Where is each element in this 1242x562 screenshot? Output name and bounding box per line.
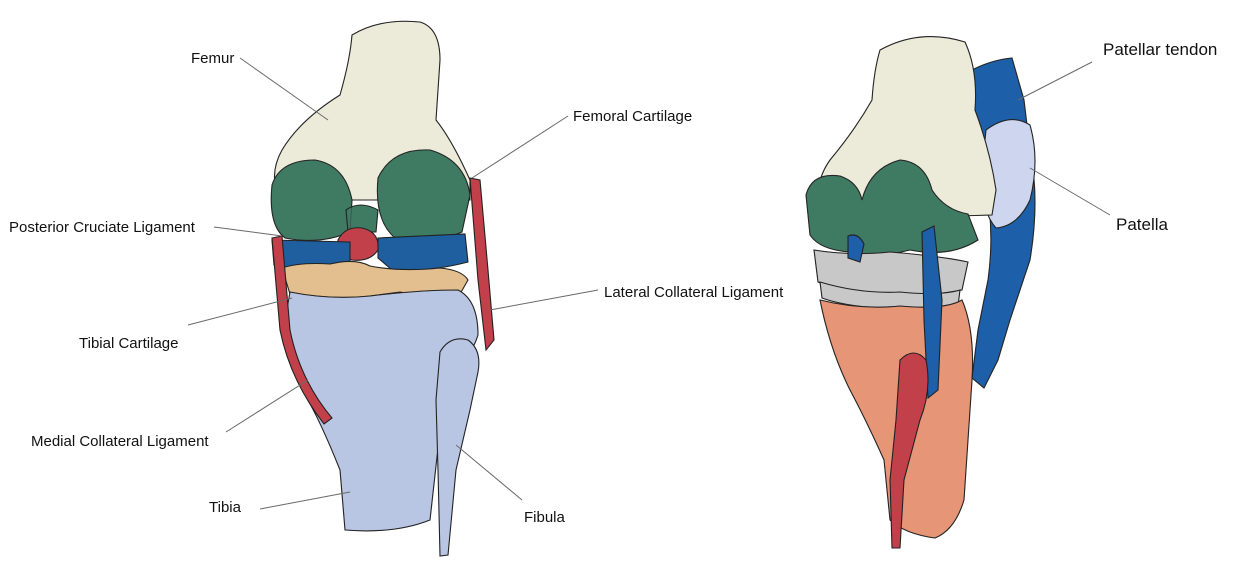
fibula-shape — [436, 339, 479, 556]
meniscus-lateral — [378, 234, 468, 270]
leader-pcl — [214, 227, 282, 236]
leader-tibia — [260, 492, 350, 509]
label-femoral-cartilage: Femoral Cartilage — [573, 108, 692, 125]
leader-tibial-cartilage — [188, 298, 292, 325]
label-patella: Patella — [1116, 215, 1169, 234]
right-labels: Patellar tendon Patella — [1103, 40, 1217, 234]
leader-mcl — [226, 380, 308, 432]
left-knee-model — [271, 21, 494, 556]
leader-patella — [1030, 168, 1110, 215]
leader-patellar-tendon — [1018, 62, 1092, 100]
label-tibia: Tibia — [209, 499, 242, 516]
label-patellar-tendon: Patellar tendon — [1103, 40, 1217, 59]
label-tibial-cartilage: Tibial Cartilage — [79, 335, 179, 352]
label-medial-collateral-ligament: Medial Collateral Ligament — [31, 433, 209, 450]
label-femur: Femur — [191, 50, 234, 67]
label-fibula: Fibula — [524, 509, 566, 526]
leader-femur — [240, 58, 328, 120]
label-lateral-collateral-ligament: Lateral Collateral Ligament — [604, 284, 784, 301]
right-knee-model — [806, 37, 1035, 548]
label-posterior-cruciate-ligament: Posterior Cruciate Ligament — [9, 219, 196, 236]
leader-lcl — [490, 290, 598, 310]
leader-femoral-cartilage — [472, 116, 568, 178]
leader-fibula — [456, 445, 522, 500]
